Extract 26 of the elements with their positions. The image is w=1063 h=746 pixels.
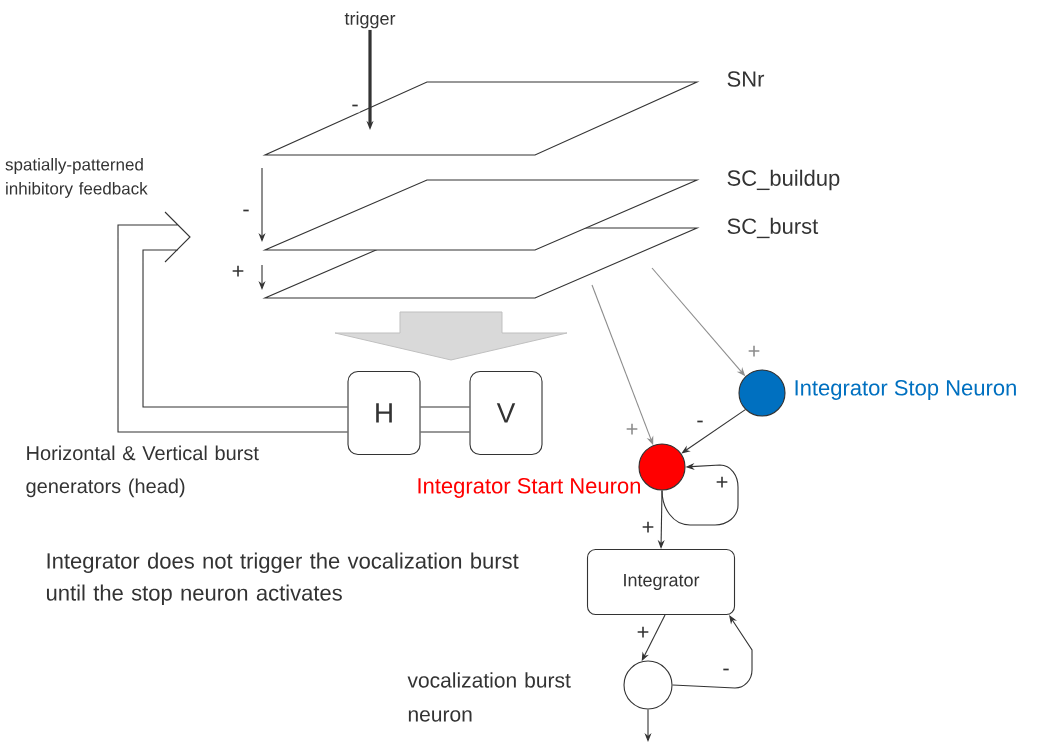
node-label: Integrator Start Neuron [418,478,640,498]
node-label: Integrator Stop Neuron [795,380,1016,400]
arrow [420,406,470,433]
edge-label: + [640,520,656,536]
integrator-box: Integrator [586,548,736,616]
annotation-text: spatially-patterned inhibitory feedback [5,158,148,198]
caption-text: Integrator does not trigger the vocalization burst until the stop neuron activates [47,552,519,606]
caption-text: Horizontal & Vertical burst generators (head) [26,445,259,498]
node-label: SNr [727,71,765,87]
node-label: vocalization burst neuron [407,672,571,722]
edge-label: - [350,103,360,113]
edge-label: + [635,625,651,641]
edge-label: - [241,208,251,218]
generator-box: H [347,370,421,456]
edge-label: + [714,475,730,491]
edge-label: - [695,419,705,429]
edge-label: + [624,422,640,438]
node-label: SC_buildup [727,169,840,191]
edge-label: - [721,667,731,677]
arrow [672,615,753,689]
edge-label: + [230,264,246,280]
node-label: SC_burst [727,217,819,239]
trigger-label: trigger [344,11,396,29]
hollow-arrow [117,211,348,433]
generator-box: V [469,370,543,456]
edge-label: + [746,344,762,360]
